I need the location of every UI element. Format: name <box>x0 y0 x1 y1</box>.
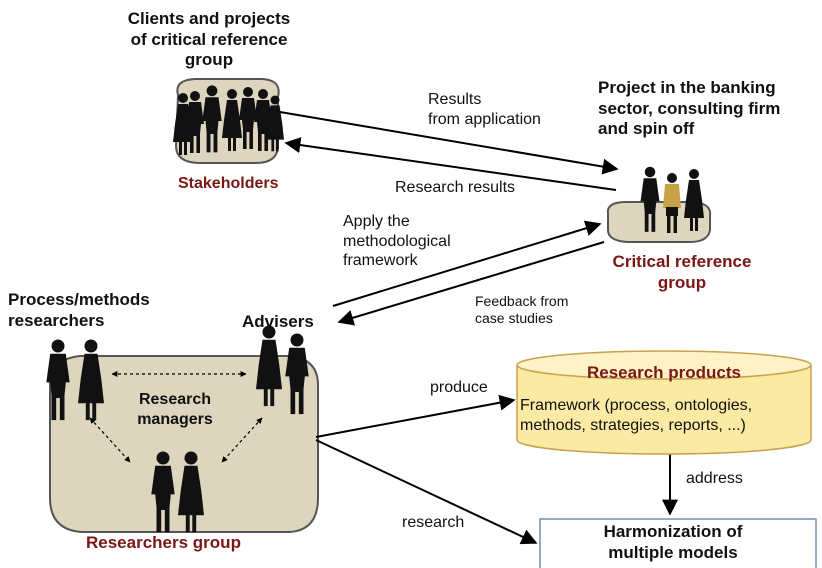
researchers-platform <box>48 355 319 533</box>
critical-group-label-line: group <box>657 272 707 292</box>
research-managers-label-line: managers <box>137 410 213 428</box>
researchers-group-label: Researchers group <box>86 533 241 552</box>
feedback-label-line: Feedback from <box>475 293 569 309</box>
relation-arrows <box>279 111 678 545</box>
stakeholders-heading: Clients and projects of critical referen… <box>99 9 319 71</box>
critical-group-people-icon <box>640 166 704 233</box>
harmonization-title-line: Harmonization of <box>603 522 743 541</box>
results-from-application-label: Results from application <box>428 90 541 129</box>
research-products-title: Research products <box>587 363 741 382</box>
process-methods-heading: Process/methods researchers <box>8 290 150 331</box>
research-products-cylinder <box>516 350 812 455</box>
research-managers-label-line: Research <box>138 391 212 408</box>
arrow-results-from-application <box>279 111 619 175</box>
research-managers-label: Research managers <box>120 390 230 429</box>
critical-group-platform <box>606 201 712 243</box>
apply-framework-label-line: methodological <box>343 232 451 250</box>
critical-group-heading-line: and spin off <box>598 119 695 139</box>
critical-group-heading: Project in the banking sector, consultin… <box>598 78 780 140</box>
critical-group-heading-line: Project in the banking <box>598 78 776 97</box>
arrow-research-results <box>284 137 617 191</box>
harmonization-box <box>539 518 817 568</box>
feedback-label-line: case studies <box>475 310 553 327</box>
critical-group-heading-line: sector, consulting firm <box>598 98 781 118</box>
research-products-body: Framework (process, ontologies, methods,… <box>520 396 752 435</box>
research-label: research <box>402 514 465 531</box>
arrow-apply-framework <box>332 220 602 307</box>
stakeholders-heading-line: group <box>184 50 234 70</box>
harmonization-title-line: multiple models <box>608 542 738 562</box>
researchers-internal-links <box>89 371 263 463</box>
advisers-heading: Advisers <box>242 312 314 331</box>
apply-framework-label-line: framework <box>343 252 418 270</box>
harmonization-title: Harmonization of multiple models <box>560 522 786 563</box>
produce-label: produce <box>430 379 488 396</box>
research-products-body-line: methods, strategies, reports, ...) <box>520 416 746 434</box>
feedback-label: Feedback from case studies <box>475 293 568 327</box>
arrow-feedback <box>337 241 605 326</box>
stakeholders-heading-line: Clients and projects <box>127 9 291 28</box>
research-products-body-line: Framework (process, ontologies, <box>520 397 753 414</box>
critical-group-label: Critical reference group <box>582 252 782 293</box>
stakeholders-label: Stakeholders <box>178 175 279 192</box>
apply-framework-label: Apply the methodological framework <box>343 212 451 271</box>
results-label-line: from application <box>428 110 541 128</box>
process-methods-heading-line: researchers <box>8 310 105 330</box>
process-methods-heading-line: Process/methods <box>8 290 150 309</box>
arrow-research <box>315 439 538 545</box>
address-label: address <box>686 470 743 487</box>
critical-group-label-line: Critical reference <box>612 252 752 271</box>
results-label-line: Results <box>428 91 482 108</box>
apply-framework-label-line: Apply the <box>343 213 410 230</box>
research-results-label: Research results <box>395 179 516 196</box>
arrow-produce <box>315 394 516 438</box>
stakeholders-heading-line: of critical reference <box>130 29 288 49</box>
